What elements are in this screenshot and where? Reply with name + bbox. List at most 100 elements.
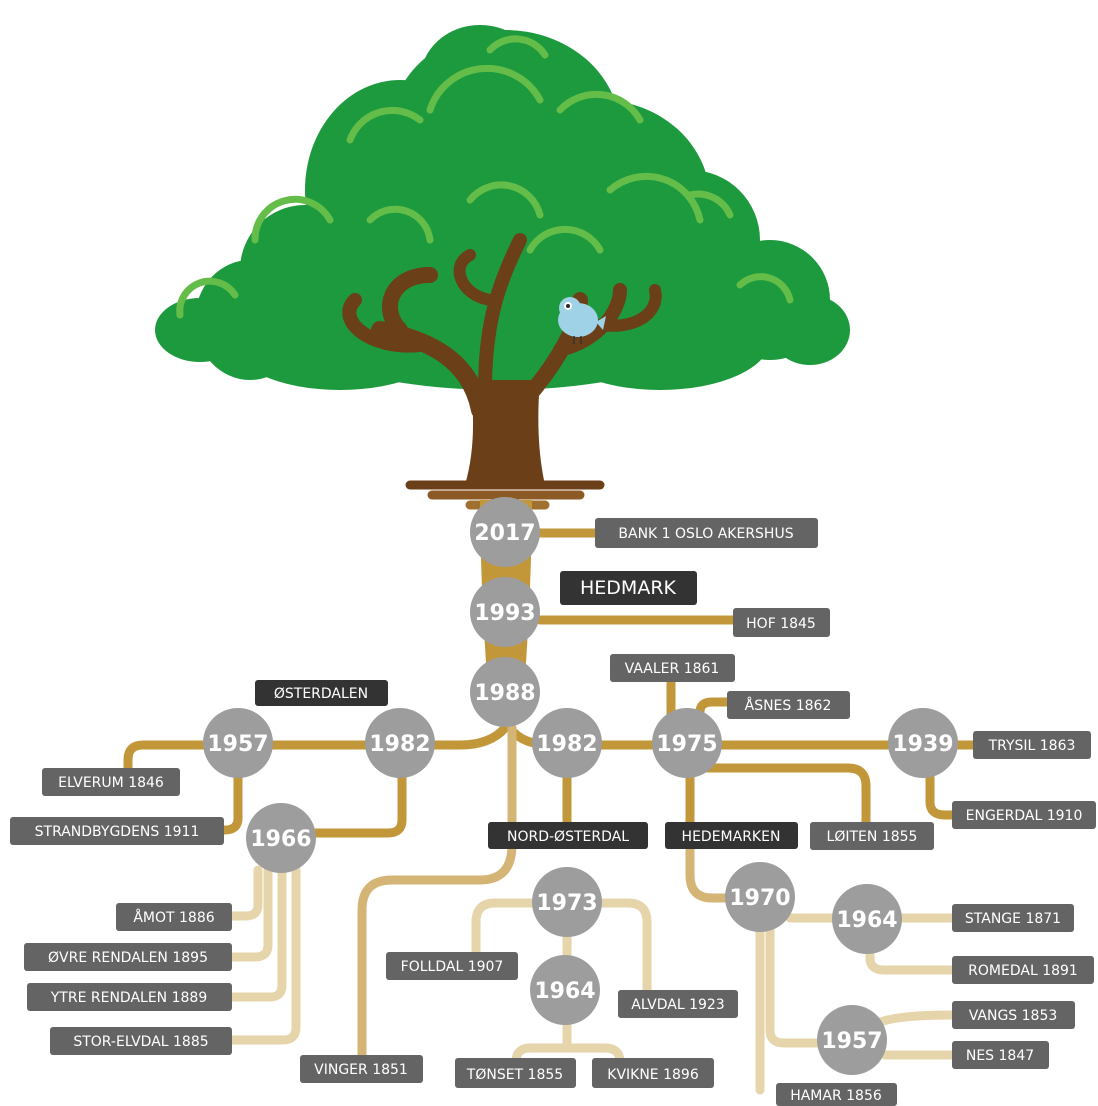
label-stange: STANGE 1871 <box>952 904 1074 932</box>
label-hamar: HAMAR 1856 <box>776 1083 897 1106</box>
label-loiten: LØITEN 1855 <box>810 822 934 850</box>
region-tags: HEDMARK ØSTERDALEN NORD-ØSTERDAL HEDEMAR… <box>255 571 798 849</box>
node-1993: 1993 <box>470 577 540 647</box>
label-bank-1-oslo-akershus: BANK 1 OSLO AKERSHUS <box>595 518 818 548</box>
svg-text:1964: 1964 <box>534 979 595 1004</box>
svg-text:STANGE 1871: STANGE 1871 <box>965 911 1061 927</box>
line-1964-romedal <box>865 940 960 975</box>
svg-text:1939: 1939 <box>892 732 953 757</box>
line-1988-vinger <box>357 723 517 1060</box>
label-amot: ÅMOT 1886 <box>116 903 232 931</box>
label-trysil: TRYSIL 1863 <box>973 731 1091 759</box>
node-1973: 1973 <box>532 867 602 937</box>
node-1988: 1988 <box>470 657 540 727</box>
svg-text:1966: 1966 <box>250 827 311 852</box>
line-nord-1973-alvdal <box>595 898 652 997</box>
label-alvdal: ALVDAL 1923 <box>618 990 738 1018</box>
svg-text:ROMEDAL 1891: ROMEDAL 1891 <box>968 963 1078 979</box>
label-tonset: TØNSET 1855 <box>455 1058 576 1088</box>
svg-text:1993: 1993 <box>474 601 535 626</box>
svg-text:TRYSIL 1863: TRYSIL 1863 <box>988 738 1076 754</box>
region-osterdalen: ØSTERDALEN <box>255 680 388 706</box>
region-nord-osterdal: NORD-ØSTERDAL <box>488 822 648 849</box>
line-1966-ovre <box>227 865 273 962</box>
svg-text:STRANDBYGDENS 1911: STRANDBYGDENS 1911 <box>35 824 200 840</box>
svg-text:STOR-ELVDAL 1885: STOR-ELVDAL 1885 <box>73 1034 208 1050</box>
svg-text:ÅMOT 1886: ÅMOT 1886 <box>133 909 214 926</box>
svg-text:VINGER 1851: VINGER 1851 <box>314 1062 408 1078</box>
svg-text:HOF 1845: HOF 1845 <box>746 616 816 632</box>
svg-text:NORD-ØSTERDAL: NORD-ØSTERDAL <box>507 829 629 845</box>
label-ytre-rendalen: YTRE RENDALEN 1889 <box>27 983 232 1011</box>
node-1964-nord: 1964 <box>530 955 600 1025</box>
svg-text:1975: 1975 <box>656 732 717 757</box>
svg-text:BANK 1 OSLO AKERSHUS: BANK 1 OSLO AKERSHUS <box>618 526 793 542</box>
tree-illustration <box>155 25 850 510</box>
node-2017: 2017 <box>470 497 540 567</box>
node-1982-osterdalen: 1982 <box>365 708 435 778</box>
label-elverum: ELVERUM 1846 <box>42 768 180 796</box>
line-1975-loiten <box>683 763 871 835</box>
label-asnes: ÅSNES 1862 <box>727 691 850 719</box>
svg-text:VANGS 1853: VANGS 1853 <box>969 1008 1058 1024</box>
node-1939: 1939 <box>888 708 958 778</box>
line-1957-elverum <box>123 740 225 775</box>
bird-icon <box>558 297 606 344</box>
label-nes: NES 1847 <box>952 1041 1049 1069</box>
line-1966-amot <box>227 865 263 921</box>
svg-text:1988: 1988 <box>474 681 535 706</box>
svg-text:KVIKNE 1896: KVIKNE 1896 <box>607 1067 699 1083</box>
line-1988-1982w <box>395 723 510 750</box>
line-1939-engerdal <box>925 740 960 820</box>
svg-text:1982: 1982 <box>536 732 597 757</box>
svg-text:ØVRE RENDALEN 1895: ØVRE RENDALEN 1895 <box>48 950 208 966</box>
label-vaaler: VAALER 1861 <box>610 654 735 682</box>
svg-text:ØSTERDALEN: ØSTERDALEN <box>274 686 368 702</box>
svg-text:ÅSNES 1862: ÅSNES 1862 <box>745 697 832 714</box>
label-vangs: VANGS 1853 <box>952 1001 1075 1029</box>
node-1982-nord: 1982 <box>532 708 602 778</box>
label-engerdal: ENGERDAL 1910 <box>952 801 1096 829</box>
label-ovre-rendalen: ØVRE RENDALEN 1895 <box>24 943 232 971</box>
svg-text:HAMAR 1856: HAMAR 1856 <box>790 1088 882 1104</box>
line-1966-ytre <box>227 865 287 1002</box>
svg-text:TØNSET 1855: TØNSET 1855 <box>466 1067 563 1083</box>
region-hedmark: HEDMARK <box>560 571 697 605</box>
label-vinger: VINGER 1851 <box>300 1055 423 1083</box>
label-strandbygdens: STRANDBYGDENS 1911 <box>10 817 224 845</box>
svg-text:1957: 1957 <box>207 732 268 757</box>
svg-text:1982: 1982 <box>369 732 430 757</box>
svg-text:VAALER 1861: VAALER 1861 <box>625 661 720 677</box>
node-1975: 1975 <box>652 708 722 778</box>
label-hof: HOF 1845 <box>733 608 830 637</box>
svg-text:ALVDAL 1923: ALVDAL 1923 <box>631 997 724 1013</box>
svg-text:NES 1847: NES 1847 <box>966 1048 1034 1064</box>
tree-trunk <box>465 380 545 485</box>
svg-text:HEDMARK: HEDMARK <box>580 577 677 599</box>
label-romedal: ROMEDAL 1891 <box>952 956 1094 984</box>
label-kvikne: KVIKNE 1896 <box>592 1058 714 1088</box>
bank-labels: BANK 1 OSLO AKERSHUS HOF 1845 VAALER 186… <box>10 518 1096 1106</box>
svg-text:YTRE RENDALEN 1889: YTRE RENDALEN 1889 <box>50 990 207 1006</box>
label-folldal: FOLLDAL 1907 <box>386 952 518 980</box>
tree-foliage <box>155 25 850 390</box>
tree-foliage-highlights <box>176 35 794 319</box>
line-1982w-1966 <box>275 740 407 838</box>
svg-text:ENGERDAL 1910: ENGERDAL 1910 <box>966 808 1083 824</box>
svg-text:1964: 1964 <box>836 908 897 933</box>
line-1970-hedemarken <box>685 845 750 903</box>
region-hedemarken: HEDEMARKEN <box>665 822 798 849</box>
svg-text:2017: 2017 <box>474 521 535 546</box>
svg-text:LØITEN 1855: LØITEN 1855 <box>827 829 918 845</box>
svg-text:HEDEMARKEN: HEDEMARKEN <box>682 829 781 845</box>
svg-text:ELVERUM 1846: ELVERUM 1846 <box>58 775 164 791</box>
svg-text:1957: 1957 <box>821 1029 882 1054</box>
line-1957-strandbygdens <box>215 740 243 835</box>
node-1964-hedemarken: 1964 <box>832 884 902 954</box>
svg-text:1973: 1973 <box>536 891 597 916</box>
svg-text:FOLLDAL 1907: FOLLDAL 1907 <box>401 959 504 975</box>
year-nodes: 2017 1993 1988 1957 1982 1966 1982 1975 <box>203 497 958 1075</box>
node-1966: 1966 <box>246 803 316 873</box>
node-1957-hedemarken: 1957 <box>817 1005 887 1075</box>
